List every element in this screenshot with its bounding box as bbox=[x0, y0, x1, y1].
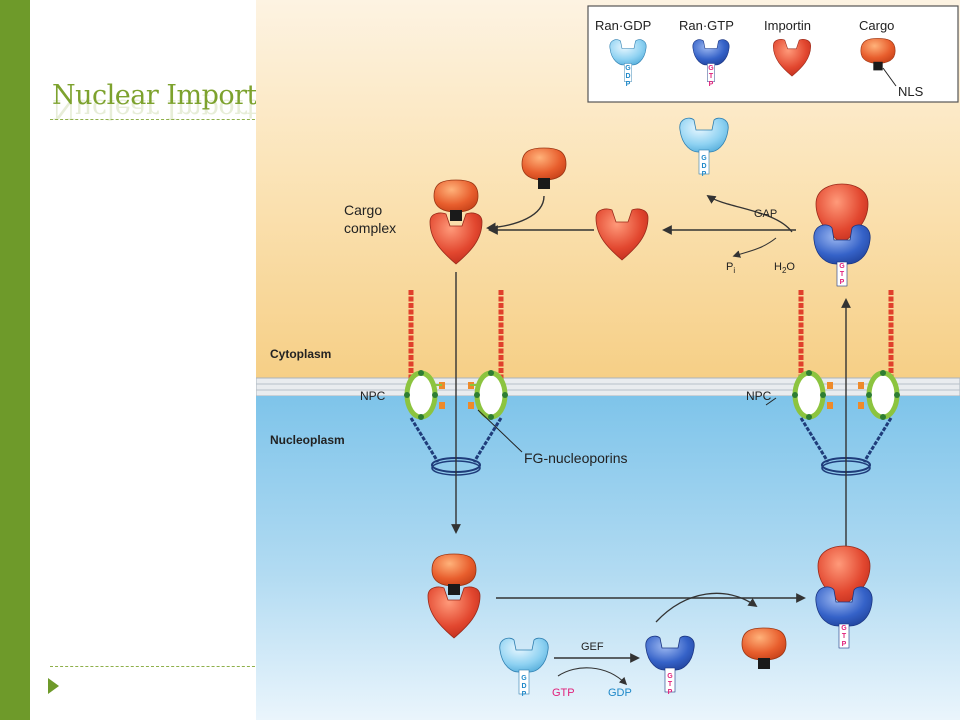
top-ran-gdp-letter-g: G bbox=[701, 155, 707, 162]
npc-right bbox=[792, 290, 900, 476]
top-ran-gdp-letter-d: D bbox=[701, 163, 706, 170]
slide-title: Nuclear Import bbox=[52, 80, 257, 111]
cargo-complex-label-line2: complex bbox=[344, 220, 396, 236]
nuc-free-ran-gtp-letter-g: G bbox=[667, 673, 673, 680]
cyto-ran-gtp-letter-g: G bbox=[839, 263, 845, 270]
legend-ran-gtp-label: Ran·GTP bbox=[679, 18, 734, 33]
cytoplasm-label: Cytoplasm bbox=[270, 347, 331, 361]
legend-ran-gtp-letter-t: T bbox=[709, 73, 714, 80]
nuc-ran-gtp-letter-p: P bbox=[842, 641, 847, 648]
nuc-ran-gtp-letter-t: T bbox=[842, 633, 847, 640]
bottom-divider bbox=[50, 666, 260, 667]
nuclear-import-diagram: Ran·GDP Ran·GTP Importin Cargo G D P G T… bbox=[256, 0, 960, 720]
nuc-free-ran-gtp-letter-t: T bbox=[668, 681, 673, 688]
nuc-ran-gtp-letter-g: G bbox=[841, 625, 847, 632]
gap-label: GAP bbox=[754, 208, 777, 220]
gtp-in-label: GTP bbox=[552, 687, 575, 699]
npc-left-label: NPC bbox=[360, 389, 386, 403]
top-ran-gdp-letter-p: P bbox=[702, 171, 707, 178]
cargo-release-arrow bbox=[655, 592, 758, 623]
legend-ran-gdp-letter-d: D bbox=[625, 73, 630, 80]
nuc-ran-gdp-letter-g: G bbox=[521, 675, 527, 682]
gdp-out-label: GDP bbox=[608, 687, 632, 699]
title-divider bbox=[50, 119, 260, 120]
cargo-complex-label-line1: Cargo bbox=[344, 202, 382, 218]
legend-importin-label: Importin bbox=[764, 18, 811, 33]
legend-ran-gdp-label: Ran·GDP bbox=[595, 18, 651, 33]
legend-cargo-label: Cargo bbox=[859, 18, 894, 33]
legend-ran-gdp-letter-g: G bbox=[625, 65, 631, 72]
gef-label: GEF bbox=[581, 641, 604, 653]
cyto-ran-gtp-letter-t: T bbox=[840, 271, 845, 278]
h2o-label: H2O bbox=[774, 261, 795, 275]
nuc-ran-gdp-letter-d: D bbox=[521, 683, 526, 690]
nuc-free-ran-gtp-letter-p: P bbox=[668, 689, 673, 696]
nuc-ran-gdp-letter-p: P bbox=[522, 691, 527, 698]
legend-nls-label: NLS bbox=[898, 84, 924, 99]
legend-ran-gtp-letter-g: G bbox=[708, 65, 714, 72]
fg-nucleoporins-label: FG-nucleoporins bbox=[524, 450, 628, 466]
bullet-arrow-icon bbox=[48, 678, 59, 694]
gap-hydrolysis-arrow bbox=[706, 194, 793, 233]
legend-ran-gdp-letter-p: P bbox=[626, 81, 631, 88]
npc-right-label: NPC bbox=[746, 389, 772, 403]
nucleoplasm-label: Nucleoplasm bbox=[270, 433, 345, 447]
accent-bar bbox=[0, 0, 30, 720]
legend-ran-gtp-letter-p: P bbox=[709, 81, 714, 88]
pi-label: Pi bbox=[726, 261, 735, 275]
cyto-ran-gtp-letter-p: P bbox=[840, 279, 845, 286]
legend-box: Ran·GDP Ran·GTP Importin Cargo G D P G T… bbox=[587, 5, 959, 103]
